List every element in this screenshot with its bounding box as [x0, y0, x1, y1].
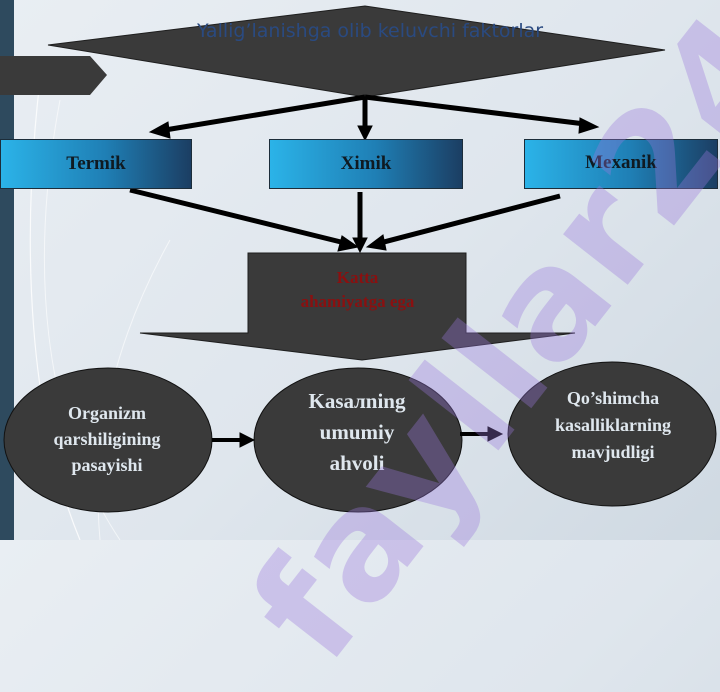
side-tab-arrow [0, 56, 107, 95]
factor-box-mexanik: Mexanik [524, 139, 718, 189]
oval-middle-line-3: ahvoli [329, 451, 385, 475]
diagram-canvas [0, 5, 717, 513]
oval-left-line-2: qarshiligining [53, 429, 161, 449]
oval-right [507, 361, 717, 507]
oval-right-line-3: mavjudligi [571, 442, 655, 462]
oval-middle-line-1: Kasaлning [308, 389, 406, 413]
center-text: Katta ahamiyatga ega [250, 266, 465, 314]
oval-right-text: Qo’shimcha kasalliklarning mavjudligi [516, 385, 710, 466]
center-line-2: ahamiyatga ega [300, 292, 415, 311]
center-line-1: Katta [336, 268, 379, 287]
oval-left-line-3: pasayishi [71, 455, 143, 475]
oval-right-line-1: Qo’shimcha [566, 388, 660, 408]
title-diamond [47, 5, 666, 98]
factor-box-termik: Termik [0, 139, 192, 189]
left-accent-bar [0, 0, 14, 540]
factor-label: Ximik [340, 153, 392, 174]
factor-label: Termik [66, 153, 126, 174]
center-arrow-shape [139, 252, 576, 361]
factor-box-ximik: Ximik [269, 139, 463, 189]
factor-label: Mexanik [585, 152, 657, 173]
oval-middle-text: Kasaлning umumiy ahvoli [262, 386, 452, 479]
oval-middle-line-2: umumiy [319, 420, 395, 444]
oval-left-line-1: Organizm [68, 403, 146, 423]
oval-right-line-2: kasalliklarning [554, 415, 672, 435]
oval-left-text: Organizm qarshiligining pasayishi [12, 400, 202, 478]
diagram-title: Yallig’lanishga olib keluvchi faktorlar [196, 20, 544, 42]
